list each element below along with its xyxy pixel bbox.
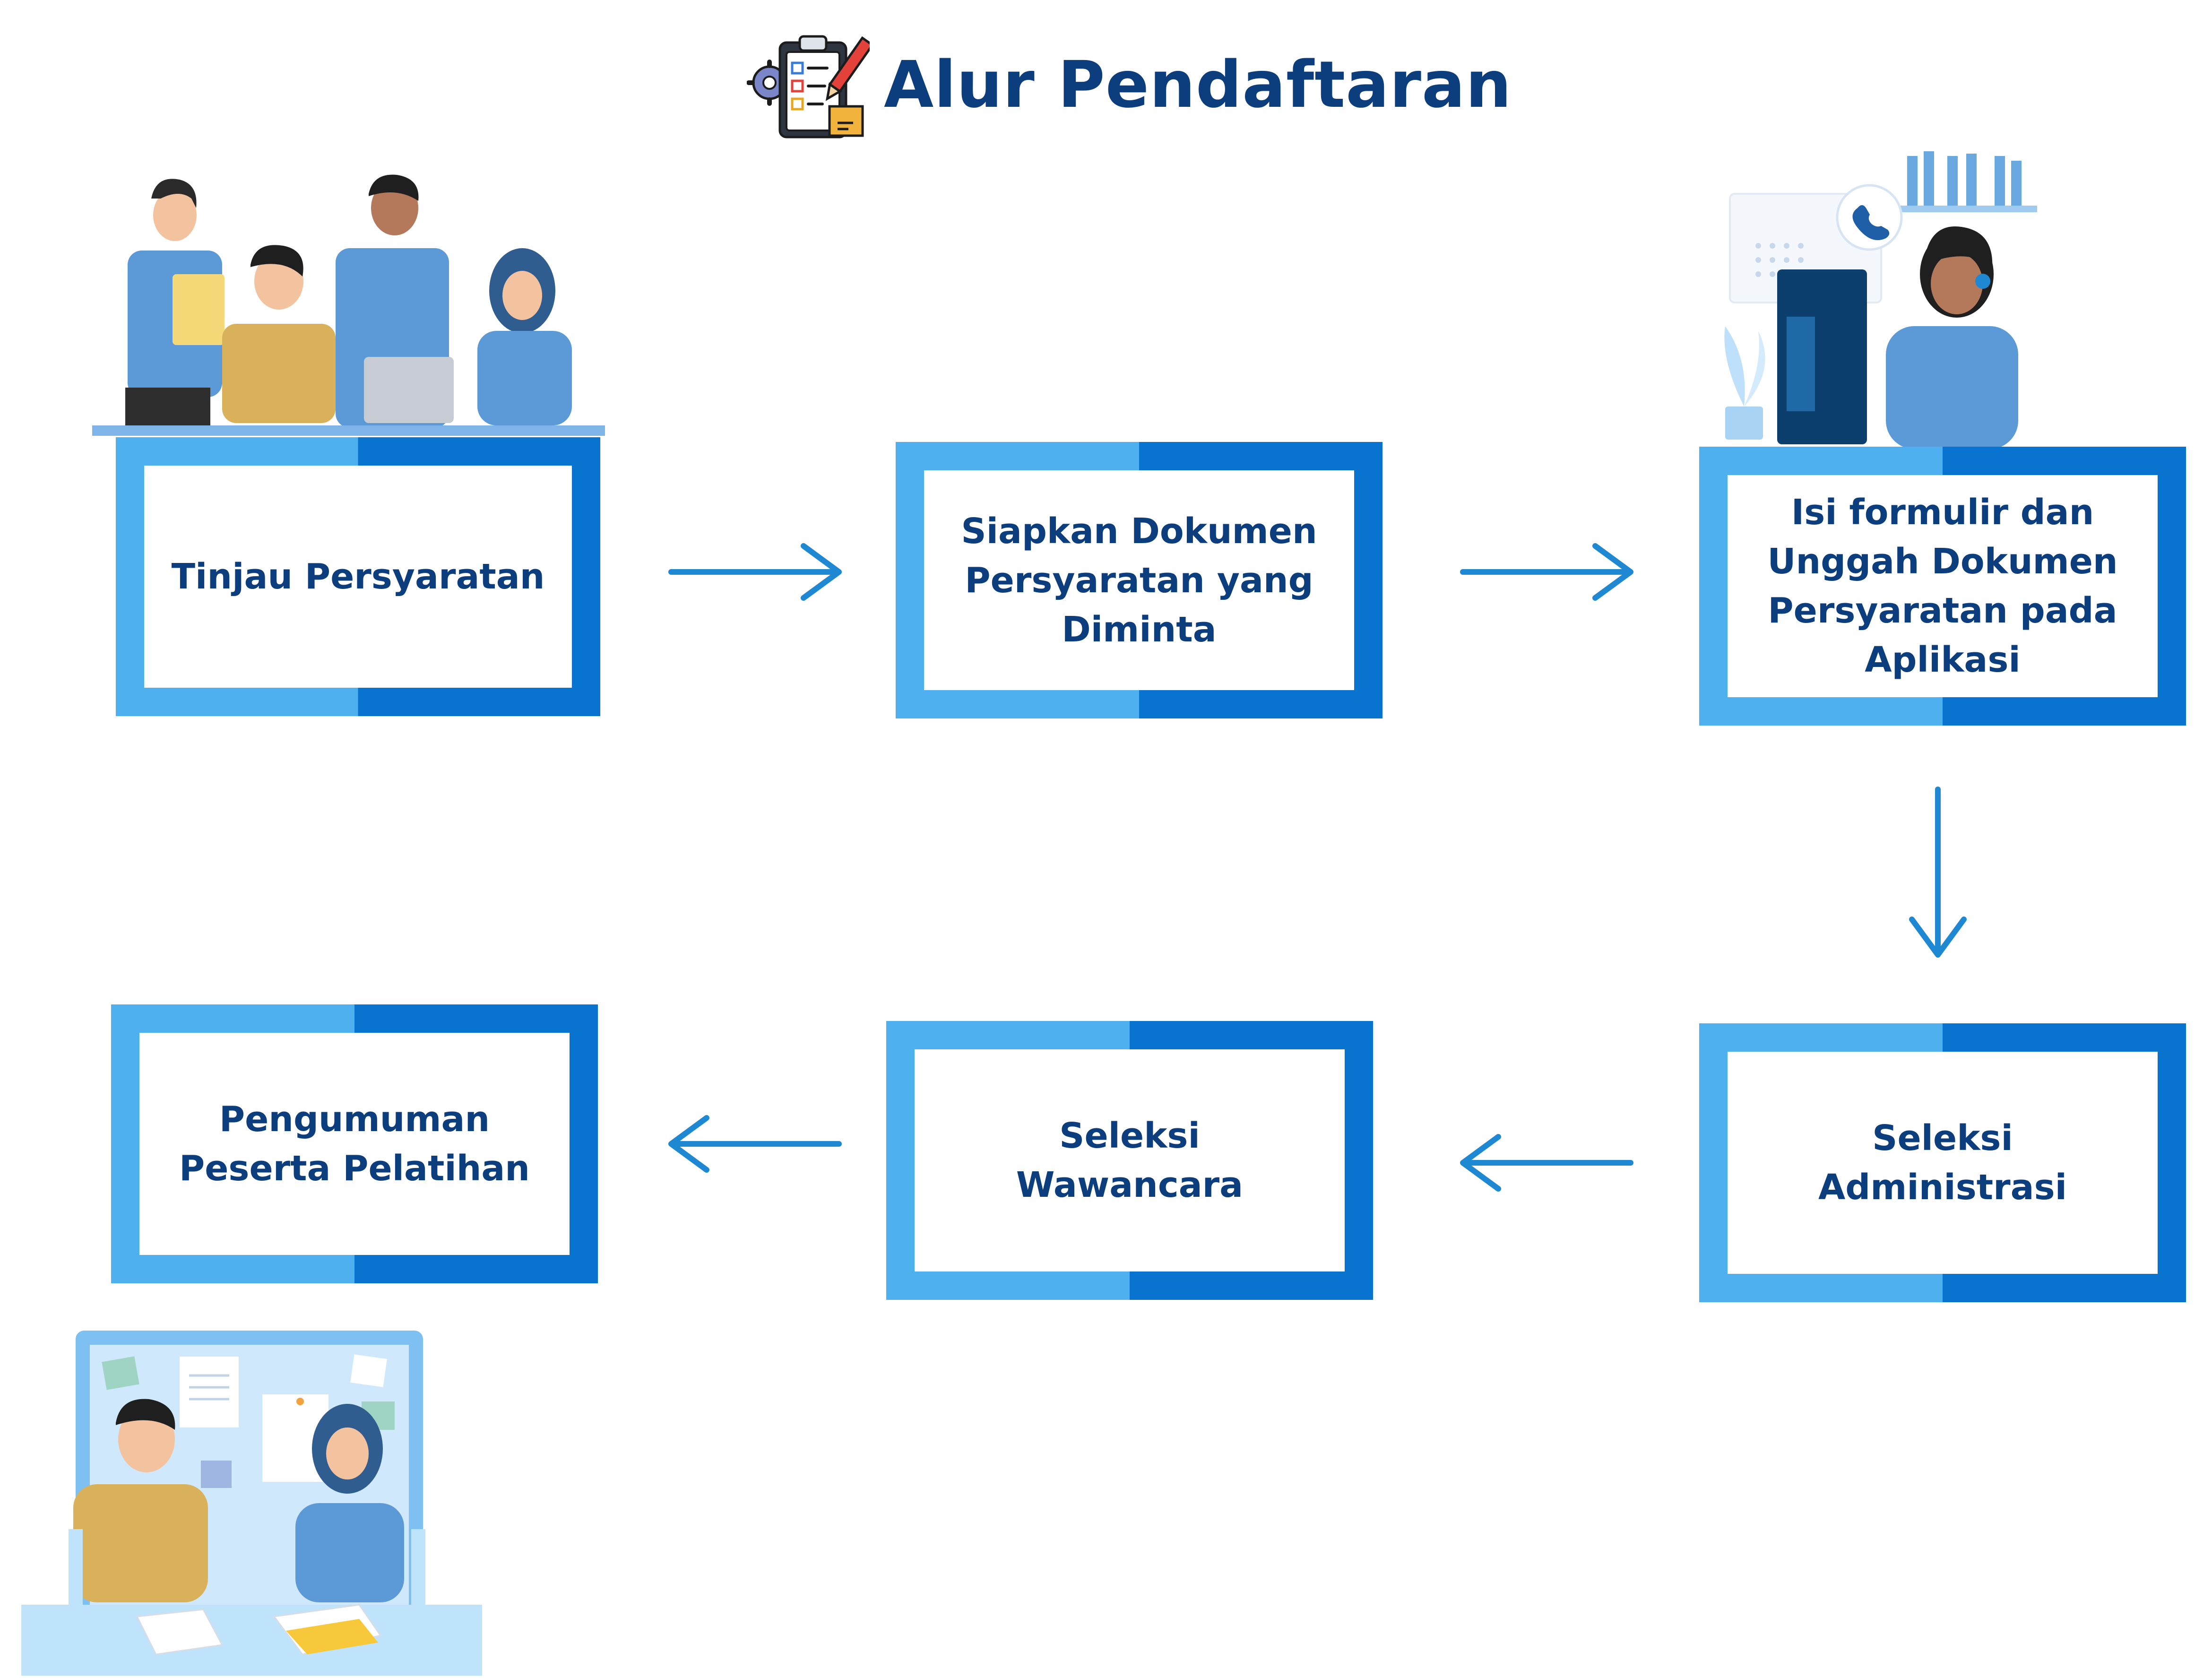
step-label: Pengumuman Peserta Pelatihan xyxy=(179,1099,530,1189)
arrow-right xyxy=(668,543,842,601)
arrow-down xyxy=(1909,787,1967,958)
page-header: Alur Pendaftaran xyxy=(747,26,1512,144)
step-label: Isi formulir dan Unggah Dokumen Persyara… xyxy=(1767,492,2118,680)
page-title: Alur Pendaftaran xyxy=(884,48,1512,122)
step-inner: Seleksi Wawancara xyxy=(915,1049,1345,1271)
step-seleksi-wawancara: Seleksi Wawancara xyxy=(886,1021,1373,1300)
step-isi-formulir: Isi formulir dan Unggah Dokumen Persyara… xyxy=(1699,447,2186,726)
step-label: Siapkan Dokumen Persyaratan yang Diminta xyxy=(961,510,1317,650)
step-inner: Tinjau Persyaratan xyxy=(144,466,572,688)
step-label: Seleksi Wawancara xyxy=(1016,1116,1244,1205)
step-label: Tinjau Persyaratan xyxy=(171,556,545,597)
step-inner: Seleksi Administrasi xyxy=(1728,1052,2158,1274)
step-inner: Pengumuman Peserta Pelatihan xyxy=(139,1033,570,1255)
step-inner: Isi formulir dan Unggah Dokumen Persyara… xyxy=(1728,475,2158,697)
step-tinjau-persyaratan: Tinjau Persyaratan xyxy=(116,437,600,716)
step-inner: Siapkan Dokumen Persyaratan yang Diminta xyxy=(924,470,1354,690)
arrow-left xyxy=(1460,1134,1633,1192)
step-seleksi-administrasi: Seleksi Administrasi xyxy=(1699,1023,2186,1302)
step-siapkan-dokumen: Siapkan Dokumen Persyaratan yang Diminta xyxy=(896,442,1382,718)
arrow-left xyxy=(668,1115,842,1173)
step-pengumuman-peserta: Pengumuman Peserta Pelatihan xyxy=(111,1004,598,1283)
arrow-right xyxy=(1460,543,1633,601)
clipboard-checklist-icon xyxy=(747,35,870,138)
step-label: Seleksi Administrasi xyxy=(1818,1118,2067,1208)
